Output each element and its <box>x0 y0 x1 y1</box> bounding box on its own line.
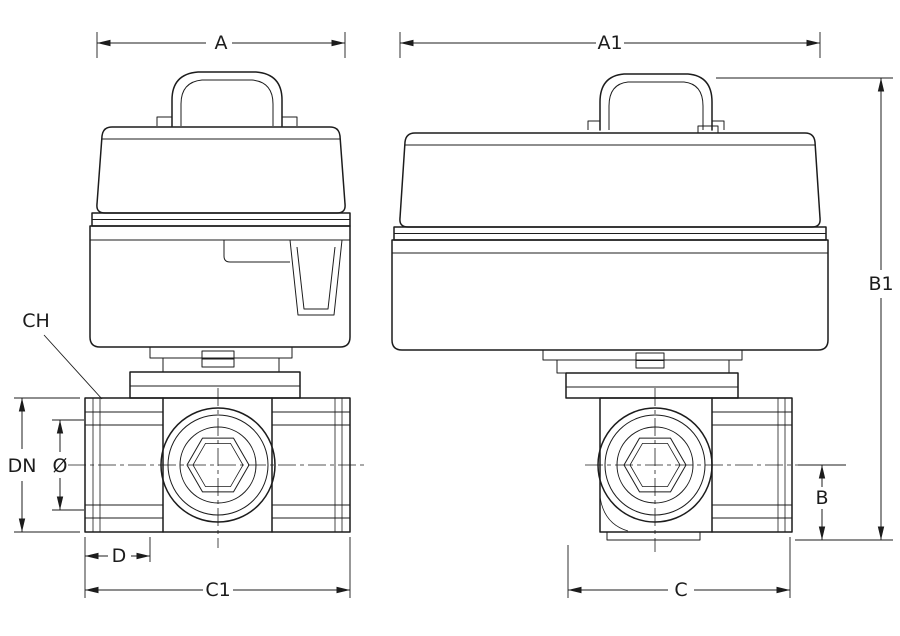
dimension-b1: B1 <box>716 77 894 541</box>
stem-nut <box>201 350 235 368</box>
hex-facet-lines-side <box>712 411 792 519</box>
actuator-dome-inner-line-side <box>608 81 704 130</box>
actuator-top-housing <box>96 126 346 214</box>
dim-label-b1: B1 <box>868 273 893 295</box>
dimension-d: D <box>85 537 151 567</box>
front-view <box>68 71 368 548</box>
dimension-dn: DN <box>8 397 80 533</box>
actuator-lower-housing-side <box>391 239 829 351</box>
dim-label-c: C <box>674 579 687 601</box>
actuator-dome-outline-side <box>599 73 713 131</box>
front-view-centerlines <box>68 388 368 548</box>
dim-label-c1: C1 <box>205 579 230 601</box>
stem-nut-side <box>635 352 665 369</box>
actuator-connector-recess <box>223 239 343 316</box>
side-view <box>391 73 829 552</box>
dimension-a: A <box>96 32 346 58</box>
dim-b1-extension-lines <box>716 77 893 541</box>
dimension-c: C <box>567 537 791 601</box>
valve-top-flange-side <box>565 372 739 399</box>
dim-label-ch: CH <box>22 310 50 332</box>
dim-label-b: B <box>815 487 828 509</box>
dimension-a1: A1 <box>399 32 821 58</box>
valve-bottom-curve-side <box>599 496 629 532</box>
dimension-b: B <box>798 464 846 540</box>
dim-label-dn: DN <box>8 455 37 477</box>
dim-label-diameter: Ø <box>53 455 68 477</box>
dim-label-d: D <box>112 545 127 567</box>
valve-right-port-side <box>711 397 793 533</box>
actuator-top-housing-side <box>399 132 821 228</box>
dimension-diameter: Ø <box>52 419 84 511</box>
valve-center-body <box>162 397 273 533</box>
valve-top-flange <box>129 371 301 399</box>
actuator-dome-outline <box>171 71 283 127</box>
actuator-dome-inner-line <box>180 79 274 126</box>
callout-ch: CH <box>22 310 103 400</box>
ch-leader-line <box>43 334 103 400</box>
side-view-centerlines <box>585 388 812 552</box>
actuator-dome-tabs <box>156 116 298 126</box>
actuator-top-tab-side <box>697 125 719 133</box>
hex-facet-lines <box>85 411 350 519</box>
hex-socket-outer <box>186 437 250 493</box>
dim-label-a: A <box>215 32 228 54</box>
dim-label-a1: A1 <box>597 32 622 54</box>
actuator-lower-housing <box>89 225 351 348</box>
dimension-c1: C1 <box>84 537 351 601</box>
valve-bottom-lip-side <box>606 532 701 541</box>
valve-right-port <box>271 397 351 533</box>
